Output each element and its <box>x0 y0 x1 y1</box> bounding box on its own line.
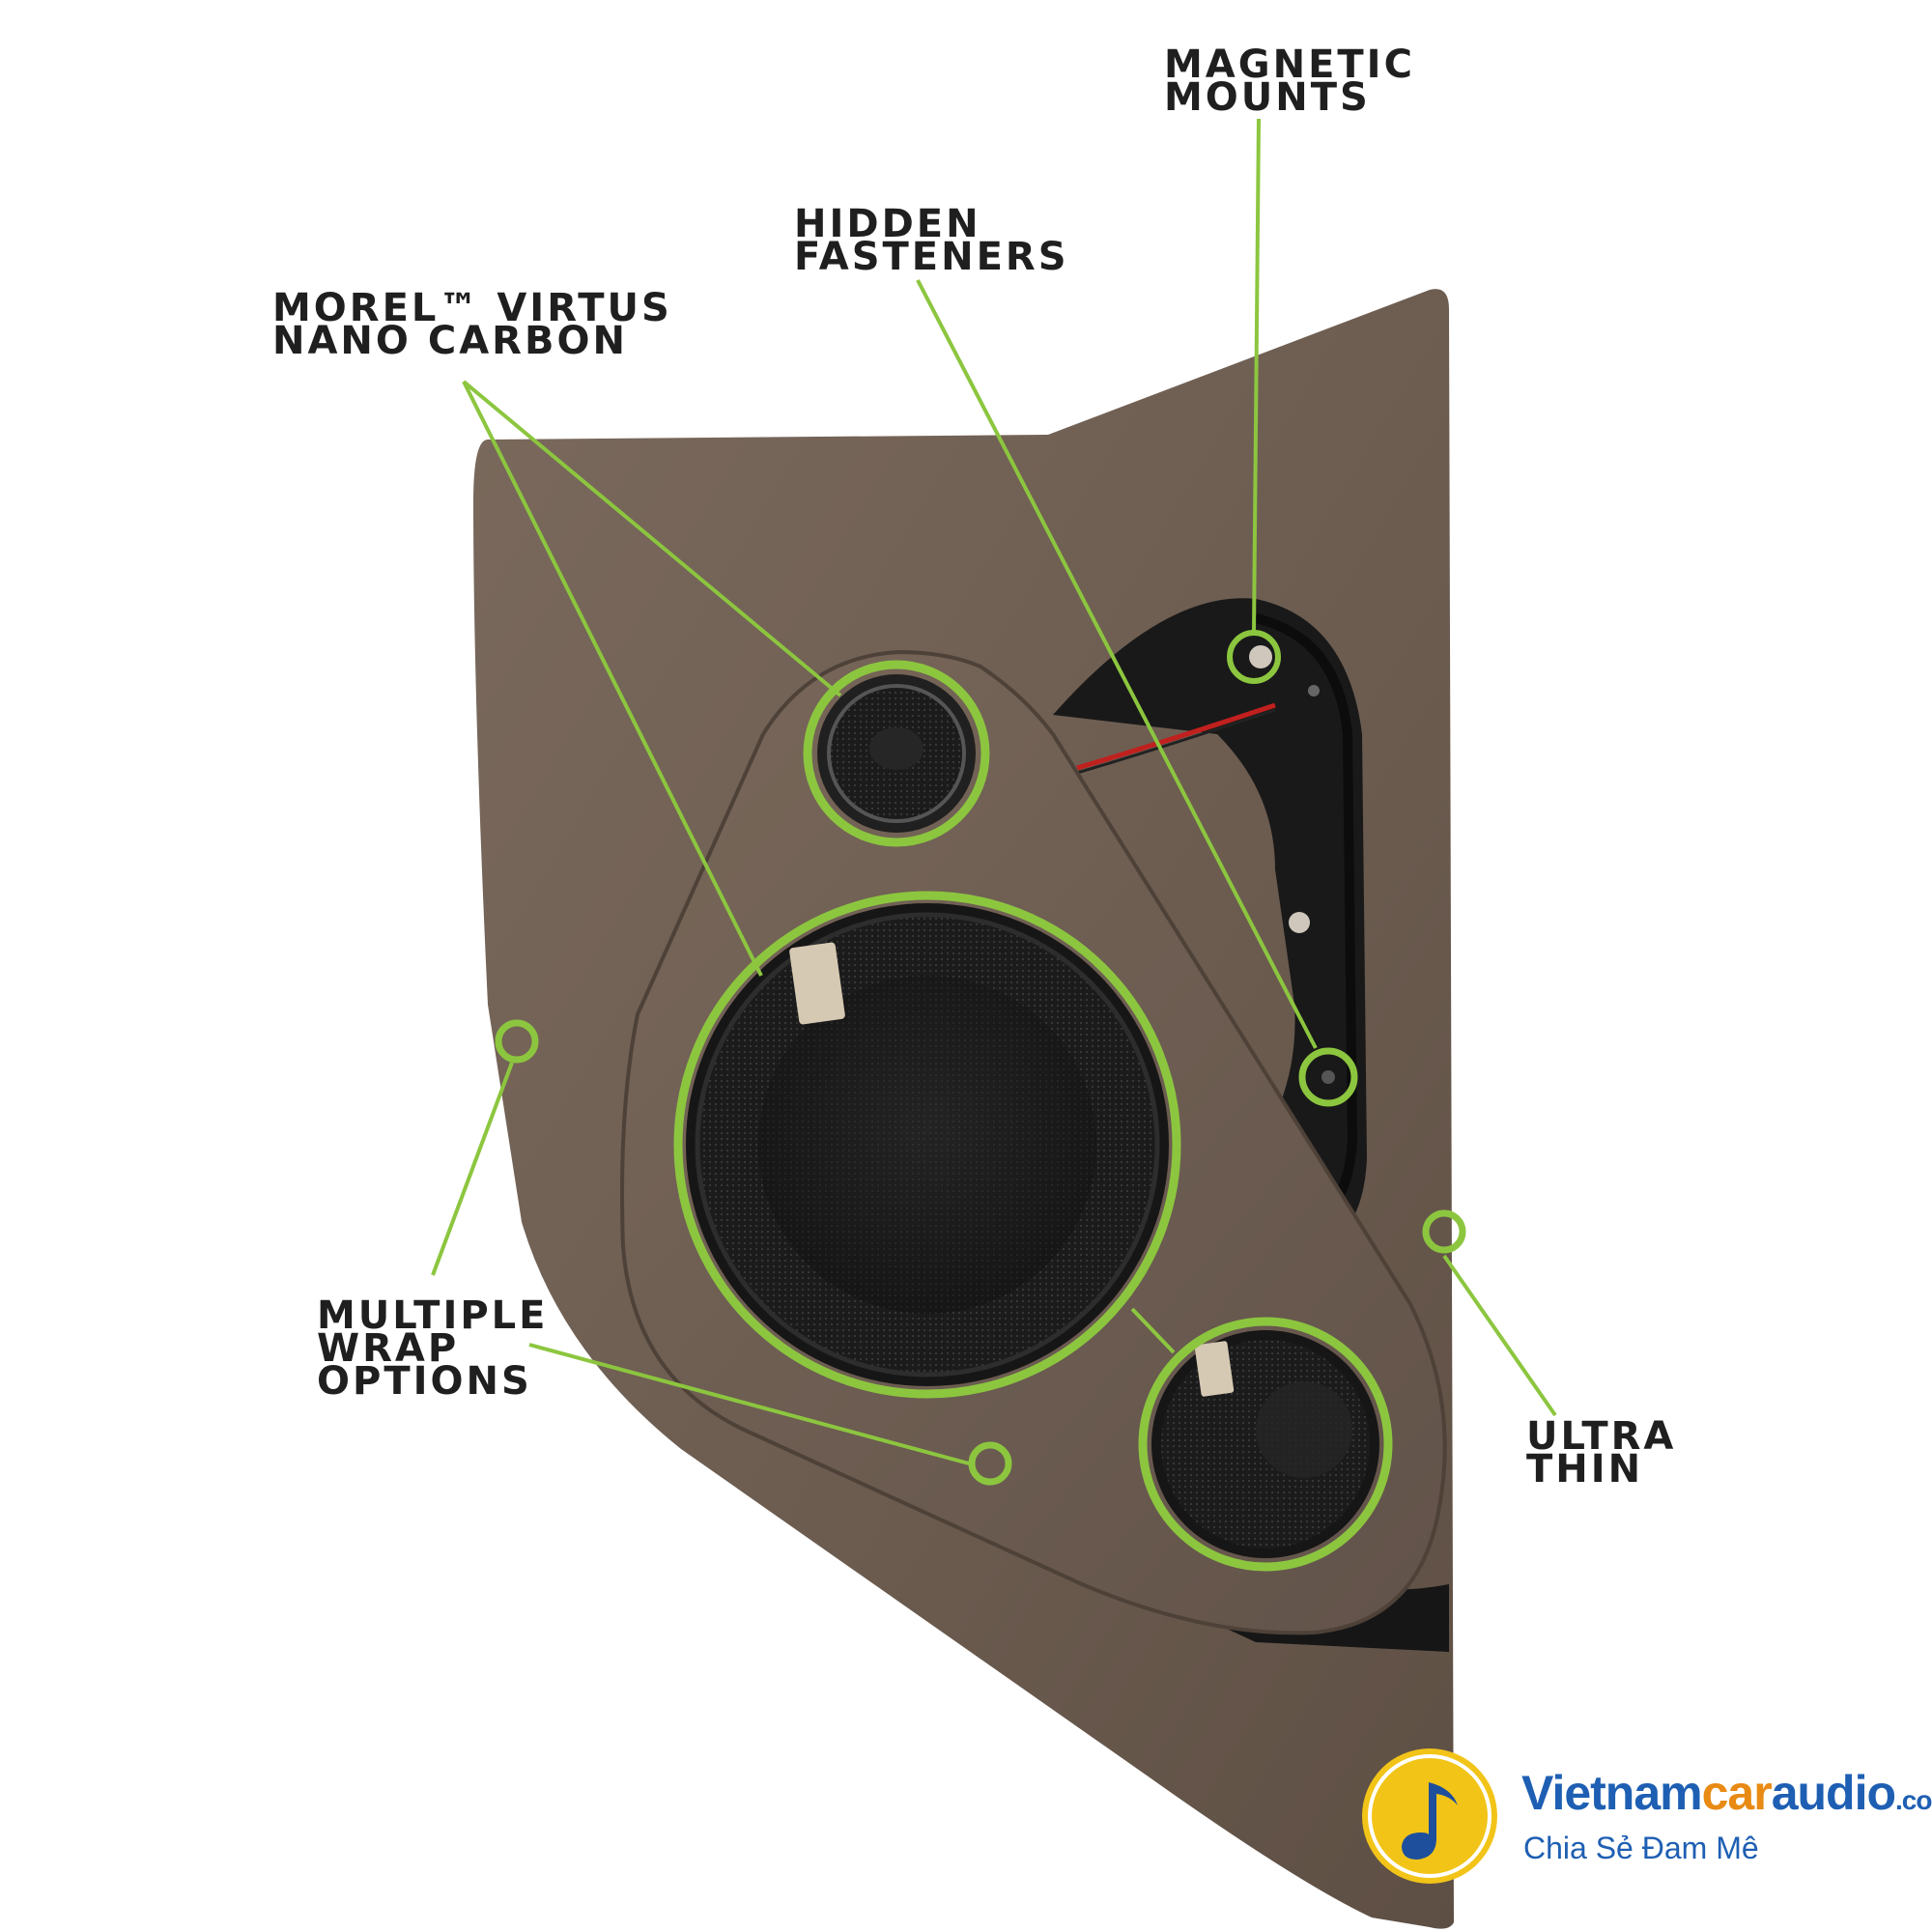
wrap-ring-upper <box>495 1019 539 1064</box>
callout-line: ULTRA <box>1526 1414 1677 1459</box>
bracket-cutout <box>1053 598 1367 1256</box>
woofer-highlight-ring <box>673 891 1181 1399</box>
callout-morel-virtus: MOREL™ VIRTUS NANO CARBON <box>272 286 672 363</box>
callout-ultra-thin: ULTRA THIN <box>1526 1414 1677 1492</box>
callout-line: THIN <box>1526 1447 1644 1492</box>
callout-line: MOUNTS <box>1164 75 1371 120</box>
morel-badge <box>789 942 845 1025</box>
callout-rings <box>495 630 1466 1572</box>
callout-line: HIDDEN <box>794 202 981 246</box>
music-note-logo-icon <box>1362 1748 1497 1884</box>
fastener-ring <box>1298 1047 1358 1107</box>
midrange-highlight-ring <box>1138 1317 1393 1572</box>
magnetic-mount-ring <box>1227 630 1281 684</box>
callout-line: WRAP <box>317 1326 460 1371</box>
callout-multiple-wrap: MULTIPLE WRAP OPTIONS <box>317 1293 549 1404</box>
bracket-screw-icon <box>1289 912 1310 933</box>
callout-lines <box>431 118 1557 1465</box>
brand-name: Vietnamcaraudio.com <box>1521 1766 1932 1820</box>
bracket-screw-icon <box>1249 645 1272 668</box>
wrap-ring-lower <box>968 1441 1012 1486</box>
ultra-thin-ring <box>1422 1209 1466 1254</box>
callout-line: NANO CARBON <box>272 319 628 363</box>
callout-line: MOREL™ VIRTUS <box>272 286 672 330</box>
callout-line: MULTIPLE <box>317 1293 549 1338</box>
morel-badge-small <box>1194 1341 1235 1397</box>
tweeter-highlight-ring <box>803 660 990 847</box>
callout-line: FASTENERS <box>794 235 1069 279</box>
brand-tagline: Chia Sẻ Đam Mê <box>1523 1831 1759 1865</box>
callout-hidden-fasteners: HIDDEN FASTENERS <box>794 202 1069 279</box>
speaker-wire <box>1076 702 1276 771</box>
vietnamcaraudio-watermark: Vietnamcaraudio.com Chia Sẻ Đam Mê <box>1357 1744 1932 1889</box>
callout-magnetic-mounts: MAGNETIC MOUNTS <box>1164 43 1415 120</box>
callout-line: MAGNETIC <box>1164 43 1415 87</box>
callout-line: OPTIONS <box>317 1359 532 1404</box>
